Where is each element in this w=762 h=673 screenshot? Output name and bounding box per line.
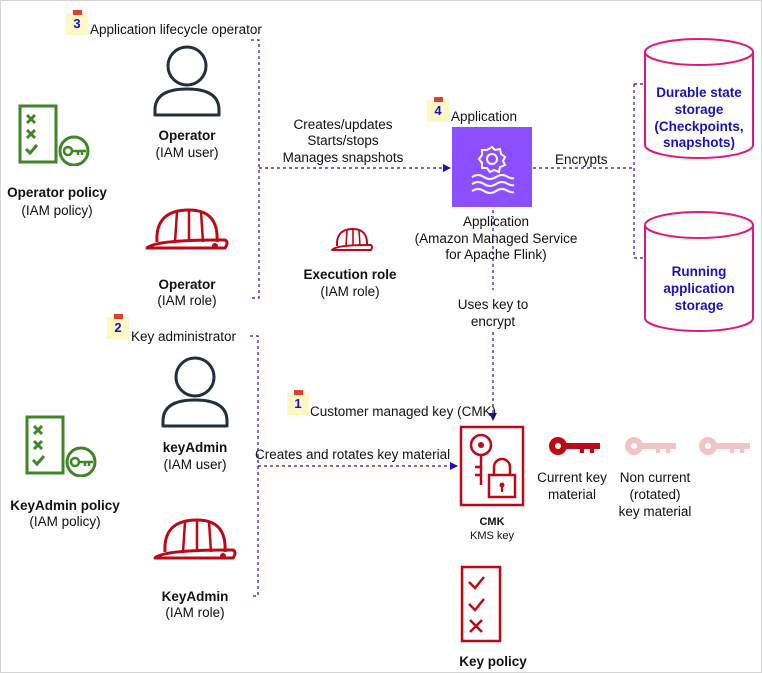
durable-storage-line-4: snapshots)	[662, 135, 735, 150]
step-3-badge: 3	[66, 10, 88, 35]
operator-action-2: Starts/stops	[307, 133, 379, 148]
key-policy-document-icon	[460, 565, 502, 643]
keyadmin-role-type: (IAM role)	[165, 605, 225, 620]
step-2-badge: 2	[107, 314, 129, 339]
keyadmin-role-name: KeyAdmin	[161, 589, 229, 604]
application-line-3: for Apache Flink)	[445, 247, 547, 262]
noncurrent-key-line-3: key material	[618, 504, 692, 519]
running-storage-line-1: Running	[671, 264, 727, 279]
execution-role-helmet-icon	[331, 227, 373, 251]
operator-user-icon	[153, 45, 221, 117]
managed-flink-application-icon	[452, 127, 532, 207]
operator-policy-name: Operator policy	[7, 185, 107, 200]
keyadmin-role-helmet-icon	[153, 518, 237, 560]
operator-user-type: (IAM user)	[155, 145, 219, 160]
keyadmin-bracket-line	[250, 335, 259, 597]
durable-storage-line-3: (Checkpoints,	[654, 119, 744, 134]
keyadmin-user-type: (IAM user)	[163, 457, 227, 472]
application-line-2: (Amazon Managed Service	[414, 231, 578, 246]
keyadmin-user-name: keyAdmin	[162, 440, 228, 455]
rotated-key-icon-2	[699, 437, 750, 455]
keyadmin-policy-icon	[25, 415, 97, 477]
operator-user-name: Operator	[158, 128, 216, 143]
durable-state-storage-cylinder	[644, 38, 754, 159]
cmk-type: KMS key	[469, 530, 514, 542]
noncurrent-key-line-1: Non current	[619, 470, 691, 485]
operator-policy-icon	[18, 104, 90, 166]
execution-role-type: (IAM role)	[320, 284, 380, 299]
step-2-label: Key administrator	[131, 329, 237, 344]
operator-role-type: (IAM role)	[157, 293, 217, 308]
step-4-label: Application	[451, 109, 518, 124]
execution-role-name: Execution role	[303, 267, 397, 282]
running-application-storage-cylinder	[644, 211, 754, 332]
application-line-1: Application	[462, 214, 530, 229]
noncurrent-key-line-2: (rotated)	[629, 487, 681, 502]
running-storage-line-2: application	[663, 281, 735, 296]
keyadmin-policy-name: KeyAdmin policy	[10, 498, 120, 513]
operator-action-3: Manages snapshots	[282, 150, 404, 165]
step-4-badge: 4	[427, 97, 449, 122]
current-key-line-2: material	[547, 487, 596, 502]
durable-storage-line-1: Durable state	[656, 85, 742, 100]
durable-storage-line-2: storage	[674, 102, 724, 117]
current-key-icon	[549, 437, 600, 455]
kms-key-icon	[459, 425, 525, 507]
step-3-label: Application lifecycle operator	[90, 22, 262, 37]
keyadmin-policy-type: (IAM policy)	[29, 514, 101, 529]
running-storage-line-3: storage	[674, 298, 724, 313]
cmk-name: CMK	[479, 516, 505, 528]
step-1-label: Customer managed key (CMK)	[310, 404, 497, 419]
step-1-badge: 1	[287, 390, 309, 415]
operator-bracket-line	[251, 39, 260, 299]
current-key-line-1: Current key	[537, 470, 607, 485]
encrypts-label: Encrypts	[555, 152, 608, 167]
rotated-key-icon-1	[625, 437, 676, 455]
operator-policy-type: (IAM policy)	[21, 203, 93, 218]
key-policy-name: Key policy	[459, 654, 527, 669]
operator-action-1: Creates/updates	[293, 117, 393, 132]
uses-key-label-2: encrypt	[470, 314, 516, 329]
creates-rotates-label: Creates and rotates key material	[255, 447, 451, 462]
operator-role-name: Operator	[158, 277, 216, 292]
storage-bracket-line	[633, 83, 643, 259]
keyadmin-user-icon	[161, 356, 229, 428]
operator-role-helmet-icon	[145, 208, 229, 250]
uses-key-label-1: Uses key to	[457, 297, 529, 312]
